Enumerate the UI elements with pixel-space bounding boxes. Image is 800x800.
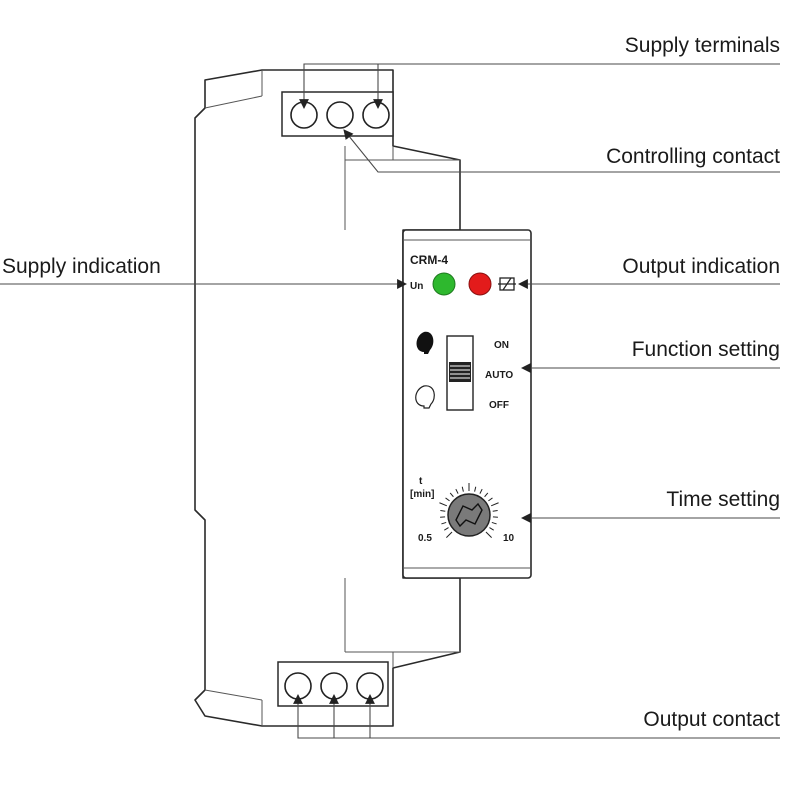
callout-controlling-contact bbox=[343, 129, 780, 173]
model-label: CRM-4 bbox=[410, 253, 448, 267]
dial-tick bbox=[439, 502, 448, 507]
dial-tick bbox=[455, 488, 459, 494]
dial-slot bbox=[455, 502, 483, 528]
dial-min: 0.5 bbox=[418, 533, 432, 544]
dial-tick bbox=[492, 509, 498, 512]
bulb-off-icon bbox=[415, 385, 435, 409]
function-switch-lever[interactable] bbox=[449, 362, 471, 382]
label-output-contact: Output contact bbox=[643, 708, 780, 731]
top-terminal-3[interactable] bbox=[362, 101, 390, 129]
dial-tick bbox=[461, 486, 464, 492]
label-supply-terminals: Supply terminals bbox=[625, 34, 780, 57]
dial-max: 10 bbox=[503, 533, 515, 544]
dial-tick bbox=[490, 502, 499, 507]
callout-output-contact bbox=[293, 694, 780, 739]
potentiometer-dial-icon[interactable] bbox=[447, 493, 491, 537]
output-led bbox=[468, 272, 492, 296]
switch-pos-off: OFF bbox=[489, 400, 509, 411]
label-function-setting: Function setting bbox=[632, 338, 780, 361]
top-terminal-2[interactable] bbox=[326, 101, 354, 129]
label-controlling-contact: Controlling contact bbox=[606, 145, 780, 168]
dial-tick bbox=[491, 521, 497, 525]
label-supply-indication: Supply indication bbox=[2, 255, 161, 278]
switch-pos-on: ON bbox=[494, 340, 509, 351]
dial-tick bbox=[449, 492, 454, 498]
relay-coil-icon bbox=[498, 277, 516, 291]
dial-tick bbox=[474, 486, 477, 492]
dial-tick bbox=[444, 527, 449, 531]
dial-tick bbox=[446, 531, 453, 538]
dial-scale bbox=[439, 483, 499, 538]
lever-grip bbox=[450, 365, 470, 379]
dial-tick bbox=[485, 531, 492, 538]
dial-tick bbox=[441, 521, 447, 525]
supply-led bbox=[432, 272, 456, 296]
supply-symbol: Un bbox=[410, 281, 423, 292]
switch-pos-auto: AUTO bbox=[485, 370, 513, 381]
dial-tick bbox=[484, 492, 489, 498]
callout-supply-terminals bbox=[299, 63, 780, 109]
dial-tick bbox=[479, 488, 483, 494]
label-output-indication: Output indication bbox=[622, 255, 780, 278]
bulb-on-icon bbox=[416, 331, 434, 354]
dial-label-min: [min] bbox=[410, 489, 434, 500]
label-time-setting: Time setting bbox=[666, 488, 780, 511]
dial-tick bbox=[440, 509, 446, 512]
dial-tick bbox=[489, 527, 494, 531]
dial-tick bbox=[488, 497, 493, 502]
dial-tick bbox=[445, 497, 450, 502]
dial-label-t: t bbox=[419, 476, 423, 487]
housing-detail bbox=[204, 70, 460, 726]
